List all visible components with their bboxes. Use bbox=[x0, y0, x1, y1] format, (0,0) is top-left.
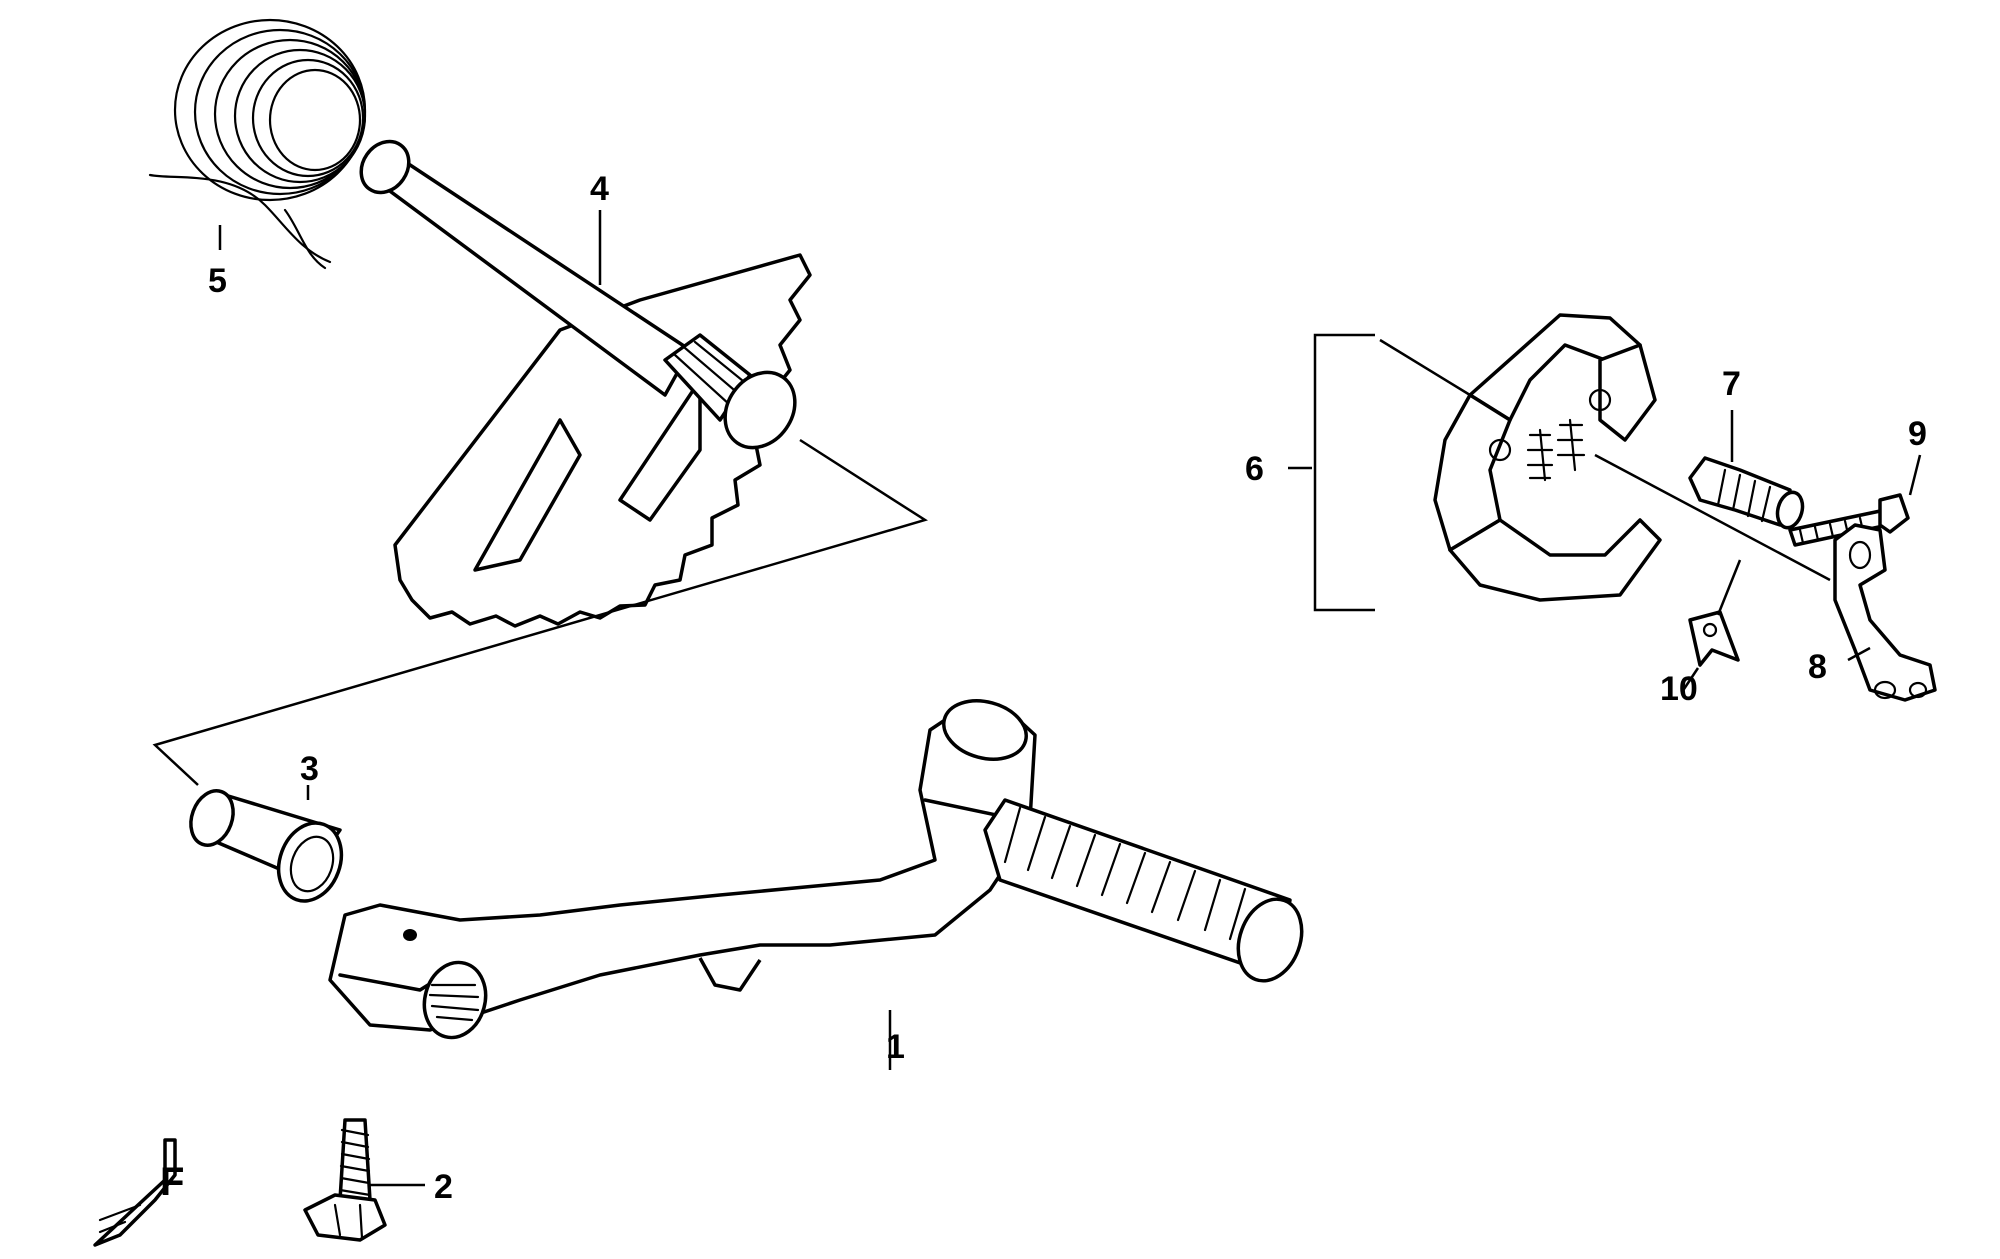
brake-arm bbox=[1833, 523, 1937, 702]
front-marker-label: F bbox=[160, 1160, 184, 1204]
callout-3: 3 bbox=[300, 750, 319, 788]
front-direction-marker: F bbox=[93, 1138, 184, 1247]
cam-bolt bbox=[1788, 454, 1922, 547]
kick-spindle bbox=[359, 139, 812, 628]
callout-8: 8 bbox=[1808, 648, 1827, 686]
return-spring bbox=[148, 18, 367, 270]
kick-arm bbox=[328, 699, 1304, 1040]
bracket-6 bbox=[1288, 333, 1375, 612]
callout-9: 9 bbox=[1908, 415, 1927, 453]
lock-washer bbox=[1680, 559, 1742, 693]
brake-cam bbox=[1688, 410, 1805, 530]
assembly-guide-lines bbox=[152, 438, 928, 786]
callout-5: 5 bbox=[208, 262, 227, 300]
leader-lines bbox=[218, 210, 892, 1187]
callout-7: 7 bbox=[1722, 365, 1741, 403]
callout-6: 6 bbox=[1245, 450, 1264, 488]
brake-shoe-set bbox=[1379, 313, 1831, 602]
bushing bbox=[189, 789, 344, 903]
callout-10: 10 bbox=[1660, 670, 1698, 708]
callout-4: 4 bbox=[590, 170, 609, 208]
callout-2: 2 bbox=[434, 1168, 453, 1206]
callout-1: 1 bbox=[886, 1028, 905, 1066]
pinch-bolt bbox=[303, 1118, 387, 1242]
